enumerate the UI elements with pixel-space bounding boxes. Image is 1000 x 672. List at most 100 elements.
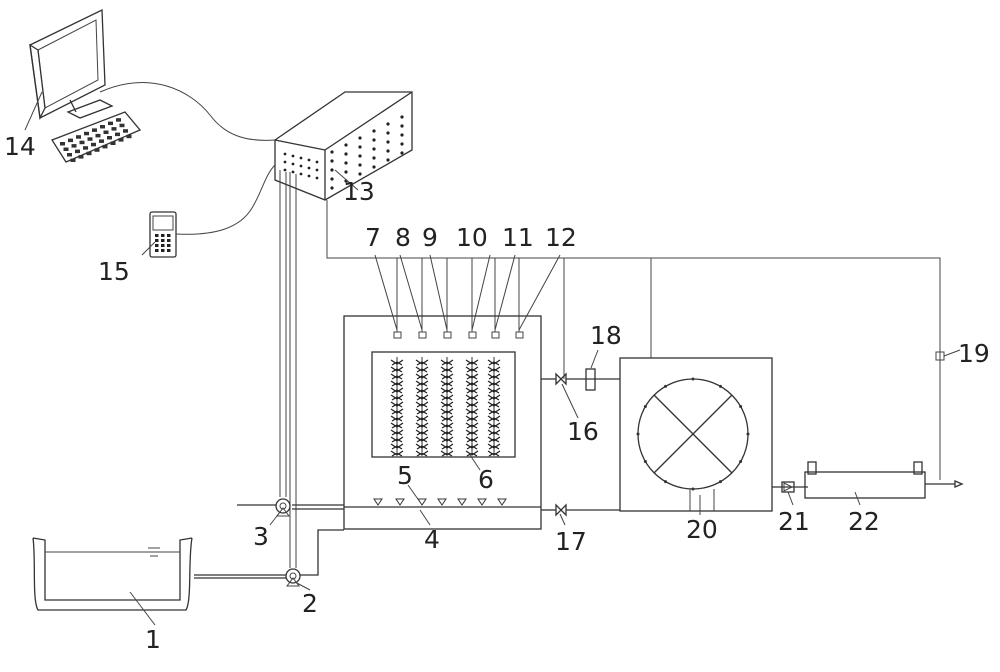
keyboard-key [63, 147, 69, 151]
plant-icon [390, 373, 404, 380]
label-17: 17 [555, 527, 587, 556]
indicator-dot [372, 165, 376, 169]
indicator-dot [400, 151, 404, 155]
plant-icon [390, 366, 404, 373]
keyboard-key [111, 127, 117, 131]
plant-icon [440, 450, 454, 457]
plant-icon [465, 436, 479, 443]
label-18: 18 [590, 321, 622, 350]
keyboard-key [86, 151, 92, 156]
indicator-dot [344, 170, 348, 174]
handheld-key [167, 234, 171, 237]
label-16: 16 [567, 417, 599, 446]
fan-rim-dot [636, 432, 640, 436]
plant-icon [415, 387, 429, 394]
fan-rim-dot [643, 460, 647, 463]
fan-rim-dot [746, 432, 750, 436]
plant-icon [415, 443, 429, 450]
label-22: 22 [848, 507, 880, 536]
plant-icon [440, 408, 454, 415]
water-pipes [194, 504, 344, 579]
handheld-key [167, 244, 171, 247]
indicator-dot [307, 158, 311, 162]
sensor-icon [418, 331, 427, 339]
plant-icon [390, 394, 404, 401]
plant-icon [390, 401, 404, 408]
indicator-dot [358, 154, 362, 158]
pump-icon [275, 498, 291, 517]
plant-icon [415, 429, 429, 436]
indicator-dot [330, 177, 334, 181]
indicator-dot [400, 133, 404, 137]
keyboard-key [79, 140, 85, 145]
label-11: 11 [502, 223, 534, 252]
indicator-dot [386, 131, 390, 135]
indicator-dot [372, 147, 376, 151]
valve-icon [555, 503, 567, 517]
label-3: 3 [253, 522, 269, 551]
flow-sensor [585, 368, 596, 391]
nozzle-icon [457, 498, 467, 506]
indicator-dot [386, 140, 390, 144]
keyboard-key [100, 125, 105, 129]
plant-icon [487, 429, 501, 436]
filter-cylinder [804, 461, 964, 499]
indicator-dot [386, 122, 390, 126]
sensor-row [393, 331, 524, 339]
sensor-icon [491, 331, 500, 339]
plant-icon [440, 366, 454, 373]
indicator-dot [400, 142, 404, 146]
label-6: 6 [478, 465, 494, 494]
keyboard-key [68, 138, 73, 143]
cable-handheld-controller [175, 164, 276, 235]
growth-chamber [343, 315, 542, 530]
keyboard-key [115, 132, 120, 137]
keyboard-key [75, 149, 80, 154]
indicator-dot [358, 172, 362, 176]
plant-icon [465, 401, 479, 408]
keyboard-key [116, 118, 121, 122]
label-1: 1 [145, 625, 161, 654]
plant-icon [487, 366, 501, 373]
plant-icon [440, 387, 454, 394]
plant-icon [465, 443, 479, 450]
valve-icon [555, 372, 567, 386]
indicator-dot [400, 124, 404, 128]
label-10: 10 [456, 223, 488, 252]
plant-icon [440, 415, 454, 422]
label-15: 15 [98, 257, 130, 286]
plant-icon [390, 387, 404, 394]
plant-icon [487, 394, 501, 401]
plant-icon [390, 359, 404, 366]
plant-icon [390, 408, 404, 415]
keyboard-key [102, 144, 108, 149]
fan-rim-dot [664, 480, 667, 484]
indicator-dot [299, 156, 303, 160]
fan-rim-dot [739, 460, 743, 463]
plant-icon [465, 408, 479, 415]
indicator-dot [372, 138, 376, 142]
plant-icon [440, 401, 454, 408]
plant-icon [440, 436, 454, 443]
nozzle-icon [395, 498, 405, 506]
plant-icon [415, 401, 429, 408]
plant-icon [465, 394, 479, 401]
outlet-pipes [541, 378, 620, 511]
fan-rim-dot [664, 384, 667, 388]
handheld-key [161, 244, 165, 247]
plant-icon [390, 415, 404, 422]
indicator-dot [372, 129, 376, 133]
fan-rim-dot [691, 487, 695, 491]
plant-icon [487, 450, 501, 457]
sensor-icon [468, 331, 477, 339]
label-9: 9 [422, 223, 438, 252]
handheld-key [167, 239, 171, 242]
keyboard-key [70, 158, 76, 162]
handheld-key [167, 249, 171, 252]
keyboard-key [91, 142, 96, 147]
indicator-dot [386, 158, 390, 162]
keyboard-key [71, 144, 77, 148]
computer-monitor-icon [29, 8, 114, 121]
keyboard-key [119, 123, 125, 128]
